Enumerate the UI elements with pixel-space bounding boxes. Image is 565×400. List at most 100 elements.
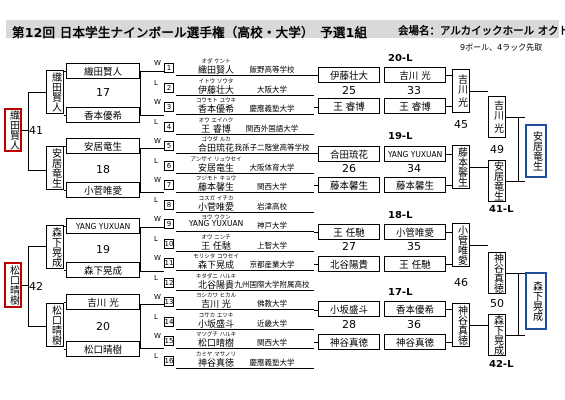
bracket-connector [64,270,66,271]
seed-number: 7 [164,180,174,190]
bracket-connector [314,232,318,233]
match-number-26: 26 [342,162,356,175]
entrant-school: 岩津高校 [257,201,287,211]
win-mark: L [154,78,158,87]
bracket-connector [140,115,164,116]
left-r1-winner-2: 香本優希 [66,107,140,123]
entrant-kana: モリシタ コウセイ [193,254,239,260]
right-r2-box-4: 藤本馨生 [384,177,446,193]
bracket-connector [506,273,525,274]
entrant-name: 藤本馨生 [197,183,234,193]
match-number-42: 42 [29,280,43,293]
bracket-connector [314,310,318,311]
entrant-name: 小坂盛斗 [197,319,234,330]
result-42-l: 42-L [489,359,514,370]
entrant-underline [176,94,314,96]
right-qualifier-2: 森下晃成 [525,272,547,330]
entrant-name: 北谷陽貴 [197,280,234,291]
entrant-underline [176,328,314,330]
match-number-18: 18 [96,163,110,176]
bracket-connector [518,117,519,181]
bracket-connector [140,71,141,115]
match-number-34: 34 [407,162,421,175]
bracket-connector [506,181,525,182]
seed-number: 4 [164,121,174,132]
match-number-45: 45 [454,118,468,131]
right-r1-winner-7: 小坂盛斗 [318,301,380,317]
entrant-name: 神谷真徳 [197,358,234,369]
bracket-connector [64,226,66,227]
seed-number: 3 [164,102,174,112]
entrant-underline [176,309,314,310]
entrant-underline [176,348,314,349]
bracket-connector [506,335,525,336]
entrant-underline [176,153,314,154]
right-r3-box-1: 吉川 光 [452,69,470,113]
right-r1-winner-3: 合田琉花 [318,146,380,162]
entrant-school: 慶應義塾大学 [249,104,295,113]
seed-number: 16 [164,355,174,366]
entrant-school: 我孫子二階堂高等学校 [234,143,310,152]
bracket-connector [28,326,46,327]
right-r2-box-3: YANG YUXUAN [384,146,446,162]
entrant-school: 関西外国語大学 [245,123,299,133]
bracket-connector [446,264,452,265]
entrant-name: YANG YUXUAN [188,219,244,228]
bracket-connector [28,170,46,171]
bracket-connector [446,342,452,343]
bracket-connector [64,146,66,147]
entrant-name: 安居竜生 [197,163,234,174]
win-mark: W [154,59,161,67]
result-19-l: 19-L [388,131,413,142]
left-qualifier-1: 織田賢人 [4,108,22,152]
seed-number: 1 [164,63,174,73]
entrant-underline [176,270,314,271]
bracket-connector [64,115,66,116]
left-r1-winner-1: 織田賢人 [66,63,140,79]
seed-number: 6 [164,160,174,171]
win-mark: W [154,98,161,106]
bracket-connector [28,92,46,93]
right-r2-box-1: 吉川 光 [384,67,446,83]
right-r2-box-8: 神谷真徳 [384,334,446,350]
right-r3-box-3: 小管唯愛 [452,223,470,267]
entrant-school: 関西大学 [257,182,287,191]
match-number-28: 28 [342,318,356,331]
right-r2-box-7: 香本優希 [384,301,446,317]
match-number-20: 20 [96,320,110,333]
match-number-19: 19 [96,243,110,256]
seed-number: 9 [164,219,174,229]
bracket-connector [64,71,66,72]
bracket-connector [446,75,452,76]
result-20-l: 20-L [388,53,413,64]
entrant-underline [176,75,314,76]
entrant-underline [176,250,314,252]
right-r1-winner-6: 北谷陽貴 [318,256,380,272]
seed-number: 14 [164,316,174,327]
entrant-name: 伊藤壮大 [197,85,234,96]
entrant-name: 松口晴樹 [197,339,234,349]
right-r4-box-1: 吉川 光 [488,96,506,138]
right-r3-box-4: 神谷真徳 [452,303,470,347]
win-mark: L [154,117,158,126]
bracket-connector [64,190,66,191]
entrant-kana: オダ ケント [201,59,231,65]
bracket-connector [446,232,452,233]
bracket-connector [140,71,164,72]
left-r2-box-1: 織田賢人 [46,70,64,114]
entrant-kana: オウ エイハク [198,117,234,124]
right-qualifier-1: 安居竜生 [525,124,547,178]
entrant-kana: コサカ エツキ [198,312,234,319]
right-r1-winner-8: 神谷真徳 [318,334,380,350]
bracket-connector [506,117,525,118]
bracket-connector [470,91,488,92]
entrant-name: 王 睿博 [201,124,231,135]
right-r2-box-2: 王 睿博 [384,98,446,114]
win-mark: L [154,156,158,165]
match-number-17: 17 [96,86,110,99]
match-number-35: 35 [407,240,421,253]
right-r1-winner-4: 藤本馨生 [318,177,380,193]
bracket-connector [446,185,452,186]
win-mark: W [154,176,161,184]
